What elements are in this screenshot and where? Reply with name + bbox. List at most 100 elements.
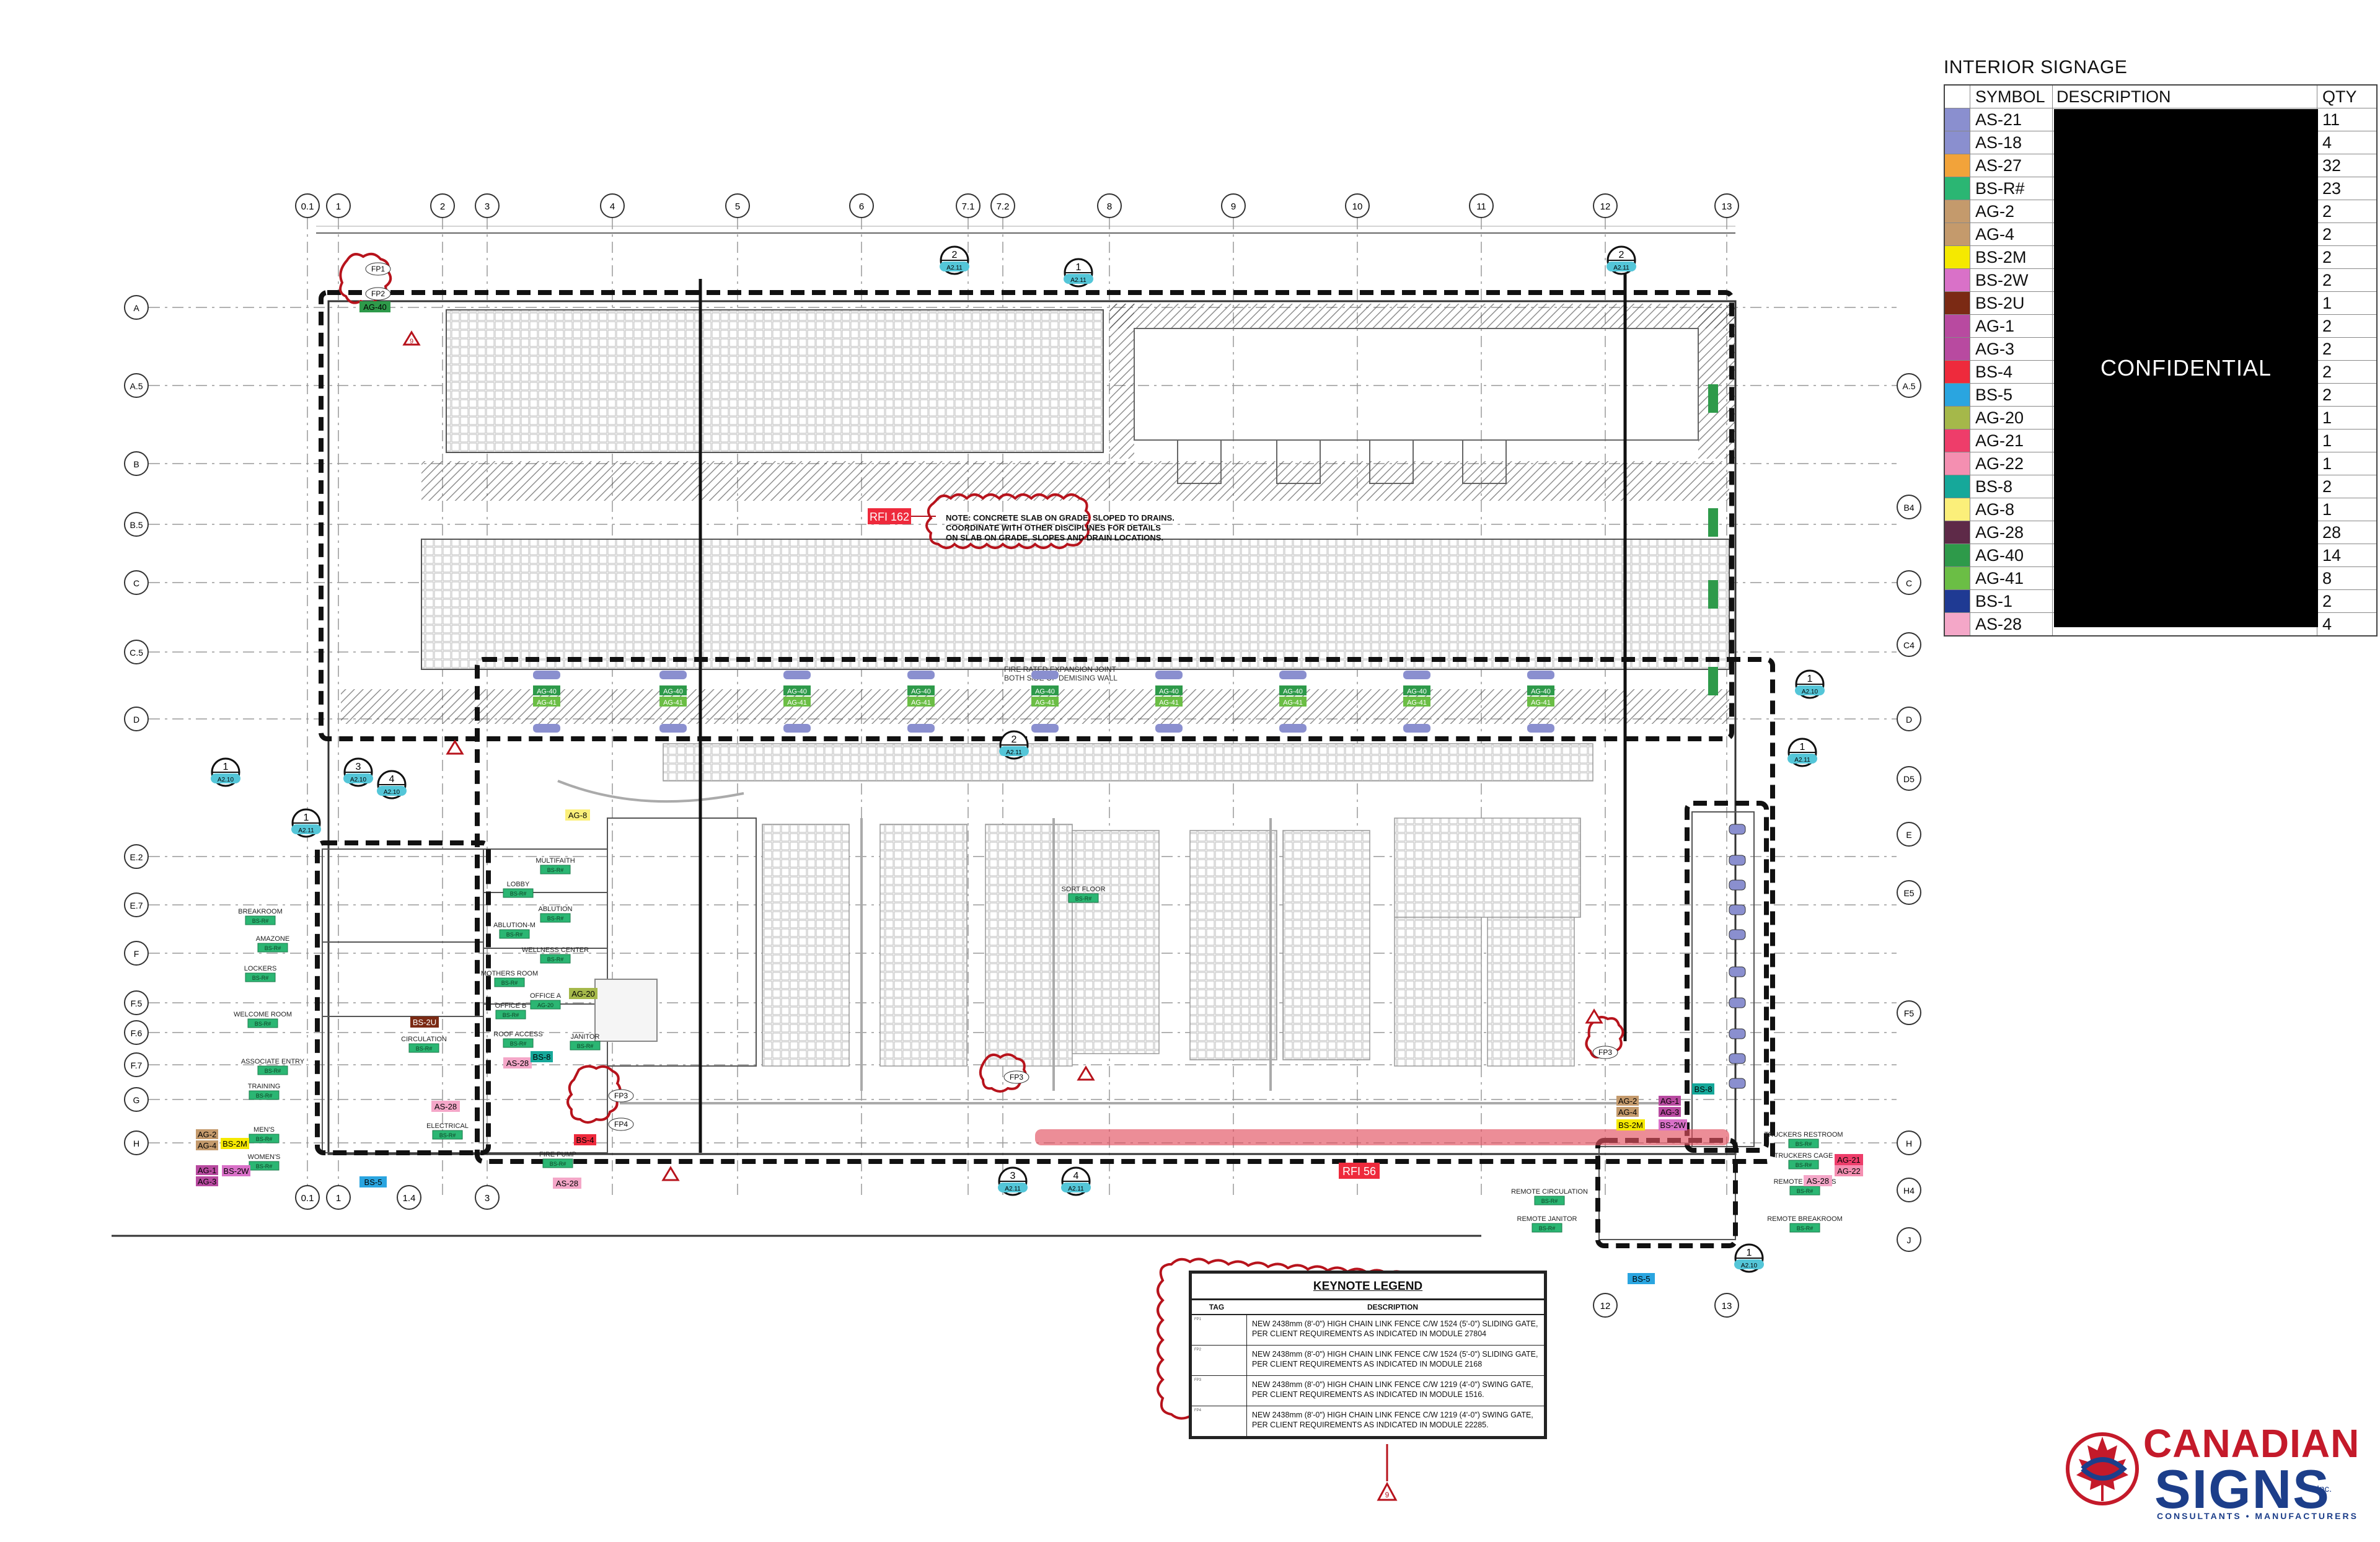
section-number: 2 <box>952 250 958 260</box>
section-number: 1 <box>1076 262 1082 273</box>
dock-tag-ag41: AG-41 <box>1531 699 1551 707</box>
grid-label: A.5 <box>130 381 143 391</box>
floor-plan-drawing: 9 9 NOTE: CONCRETE SLAB ON GRADE, SLOPED… <box>112 193 1921 1501</box>
tag-ag3-a: AG-3 <box>198 1177 216 1186</box>
keynote-description: NEW 2438mm (8'-0") HIGH CHAIN LINK FENCE… <box>1252 1320 1538 1339</box>
grid-bubble-left: B.5 <box>124 512 149 537</box>
grid-label: 2 <box>440 201 445 212</box>
dock-tag-ag40: AG-40 <box>911 688 931 695</box>
grid-bubble-left: C <box>124 570 149 595</box>
tag-ag4-b: AG-4 <box>1618 1108 1637 1117</box>
color-swatch <box>1945 521 1970 544</box>
grid-bubble-left: F.7 <box>124 1052 149 1077</box>
tag-bs8-a: BS-8 <box>1695 1085 1712 1094</box>
section-marker: 1A2.10 <box>211 757 240 787</box>
signage-symbol: AG-28 <box>1970 521 2053 544</box>
rfi-56-label: RFI 56 <box>1342 1165 1376 1178</box>
grid-bubble-top: 5 <box>725 193 750 218</box>
room-name: JANITOR <box>571 1033 600 1041</box>
signage-qty: 8 <box>2322 568 2332 588</box>
signage-qty: 4 <box>2322 133 2332 152</box>
section-sheet-ref: A2.10 <box>1802 689 1818 695</box>
grid-bubble-left: D <box>124 707 149 731</box>
grid-label: 8 <box>1107 201 1112 212</box>
section-sheet-ref: A2.10 <box>384 789 400 796</box>
dock-tag-ag41: AG-41 <box>787 699 807 707</box>
signage-qty: 14 <box>2322 545 2342 565</box>
signage-symbol: AG-40 <box>1970 544 2053 566</box>
signage-qty: 2 <box>2322 339 2332 358</box>
room-name: MOTHERS ROOM <box>481 970 538 977</box>
tag-as28-d: AS-28 <box>1807 1176 1829 1186</box>
grid-label: D5 <box>1903 774 1915 784</box>
room-name: ELECTRICAL <box>426 1122 469 1130</box>
room-label: MEN'SBS-R# <box>249 1126 280 1143</box>
dock-tag-ag41: AG-41 <box>1283 699 1303 707</box>
room-sign-tag: BS-R# <box>439 1132 456 1139</box>
grid-label: B <box>133 459 139 469</box>
grid-label: E.2 <box>130 852 143 862</box>
grid-label: 5 <box>735 201 740 212</box>
signage-symbol: AS-28 <box>1970 613 2053 635</box>
section-sheet-ref: A2.10 <box>1741 1262 1758 1269</box>
section-sheet-ref: A2.11 <box>1794 757 1810 764</box>
room-sign-tag: BS-R# <box>577 1043 594 1049</box>
tag-bs8-b: BS-8 <box>533 1052 551 1062</box>
grid-bubble-bottom: 13 <box>1714 1293 1739 1318</box>
grid-bubble-left: A <box>124 295 149 320</box>
room-name: OFFICE B <box>495 1002 527 1010</box>
color-swatch <box>1945 430 1970 452</box>
dock-tag-ag40: AG-40 <box>1159 688 1179 695</box>
keynote-tag: FP4 <box>1192 1406 1247 1436</box>
color-swatch <box>1945 338 1970 360</box>
signage-symbol: AG-21 <box>1970 430 2053 452</box>
grid-bubble-left: E.7 <box>124 892 149 917</box>
signage-qty: 2 <box>2322 224 2332 244</box>
signage-qty: 2 <box>2322 385 2332 404</box>
section-marker: 1A2.10 <box>1795 669 1825 699</box>
grid-label: 12 <box>1600 1301 1611 1311</box>
room-name: ABLUTION <box>538 905 572 913</box>
tag-ag20: AG-20 <box>571 989 595 998</box>
room-sign-tag: BS-R# <box>1796 1141 1812 1147</box>
room-sign-tag: BS-R# <box>547 915 564 922</box>
grid-bubble-bottom: 0.1 <box>295 1185 320 1210</box>
section-sheet-ref: A2.11 <box>946 265 963 271</box>
grid-bubble-bottom: 12 <box>1593 1293 1618 1318</box>
dock-tag-ag41: AG-41 <box>537 699 557 707</box>
room-label: OFFICE BBS-R# <box>495 1002 527 1020</box>
signage-qty: 1 <box>2322 454 2332 473</box>
grid-bubble-right: A.5 <box>1897 373 1921 398</box>
grid-label: D <box>1906 715 1912 725</box>
tag-bs2w-a: BS-2W <box>223 1166 249 1176</box>
room-label: ABLUTION BS-R# <box>538 905 573 923</box>
room-sign-tag: BS-R# <box>506 932 523 938</box>
grid-bubble-top: 3 <box>475 193 500 218</box>
grid-label: 1 <box>336 201 341 212</box>
dock-tag-ag40: AG-40 <box>1035 688 1055 695</box>
grid-bubble-right: J <box>1897 1227 1921 1252</box>
room-sign-tag: BS-R# <box>547 956 564 963</box>
color-swatch <box>1945 613 1970 635</box>
section-sheet-ref: A2.11 <box>1613 265 1629 271</box>
logo-text-canadian: CANADIAN <box>2143 1421 2360 1466</box>
grid-bubble-top: 7.1 <box>956 193 981 218</box>
fp1-tag: FP1 <box>371 265 385 273</box>
signage-symbol: BS-5 <box>1970 384 2053 406</box>
grid-bubble-left: H <box>124 1130 149 1155</box>
color-swatch <box>1945 407 1970 429</box>
signage-symbol: AG-41 <box>1970 567 2053 589</box>
tag-bs5-a: BS-5 <box>364 1178 382 1187</box>
color-swatch <box>1945 498 1970 521</box>
grid-label: D <box>133 715 139 725</box>
